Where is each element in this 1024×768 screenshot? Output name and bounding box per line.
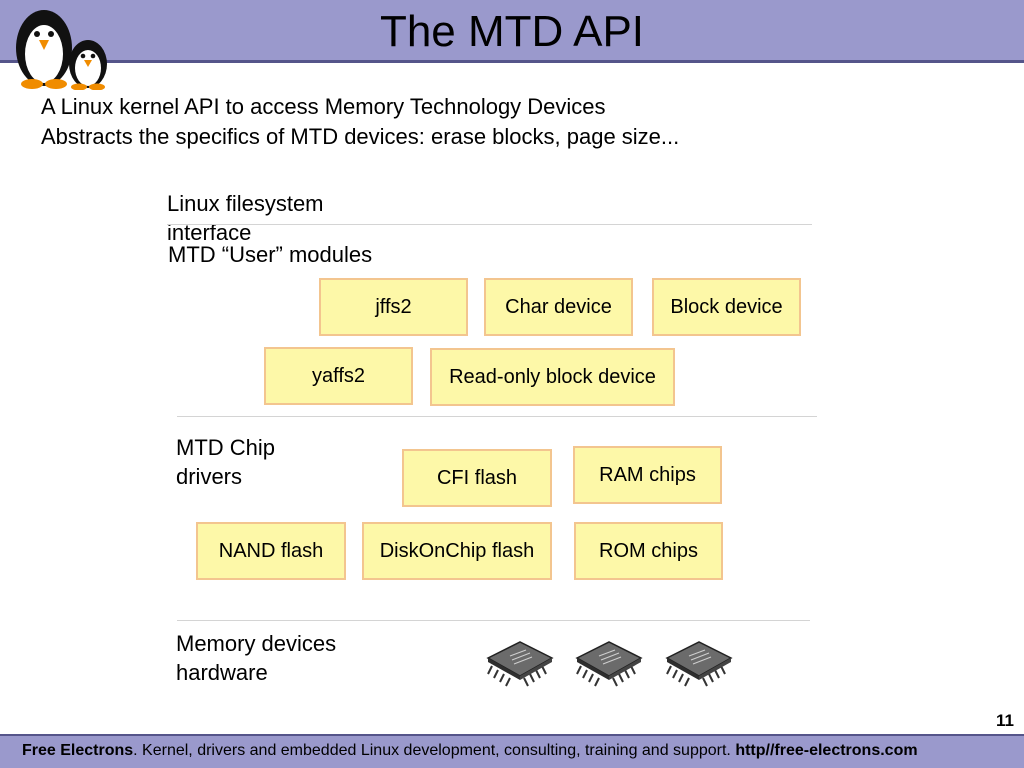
- driver-diskonchip-flash: DiskOnChip flash: [362, 522, 552, 580]
- header-divider: [0, 60, 1024, 63]
- layer-label-chip-drivers: MTD Chip drivers: [176, 435, 276, 489]
- slide-title: The MTD API: [379, 7, 645, 56]
- intro-line-2: Abstracts the specifics of MTD devices: …: [41, 124, 680, 149]
- driver-cfi-flash: CFI flash: [402, 449, 552, 507]
- header-bar: [0, 0, 1024, 60]
- layer-label-hardware: Memory devices hardware: [176, 631, 337, 685]
- footer-url[interactable]: http//free-electrons.com: [735, 742, 918, 759]
- penguin-logo-icon: [16, 10, 107, 90]
- chip-icon: [575, 641, 643, 687]
- layer-separator: [167, 224, 812, 225]
- layer-label-filesystem: Linux filesystem interface: [167, 191, 324, 245]
- layer-label-user-modules: MTD “User” modules: [168, 242, 373, 267]
- chip-icon: [665, 641, 733, 687]
- driver-nand-flash: NAND flash: [196, 522, 346, 580]
- footer-brand: Free Electrons: [22, 742, 134, 759]
- footer-divider: [0, 734, 1024, 736]
- footer-description: . Kernel, drivers and embedded Linux dev…: [133, 742, 736, 759]
- driver-ram-chips: RAM chips: [573, 446, 722, 504]
- layer-separator: [177, 416, 817, 417]
- layer-separator: [177, 620, 810, 621]
- module-jffs2: jffs2: [319, 278, 468, 336]
- page-number: 11: [996, 711, 1014, 730]
- footer-text: Free Electrons. Kernel, drivers and embe…: [22, 742, 918, 760]
- intro-line-1: A Linux kernel API to access Memory Tech…: [41, 94, 606, 119]
- module-char-device: Char device: [484, 278, 633, 336]
- chip-icon: [486, 641, 554, 687]
- module-yaffs2: yaffs2: [264, 347, 413, 405]
- driver-rom-chips: ROM chips: [574, 522, 723, 580]
- module-block-device: Block device: [652, 278, 801, 336]
- footer-bar: [0, 736, 1024, 768]
- module-read-only-block-device: Read-only block device: [430, 348, 675, 406]
